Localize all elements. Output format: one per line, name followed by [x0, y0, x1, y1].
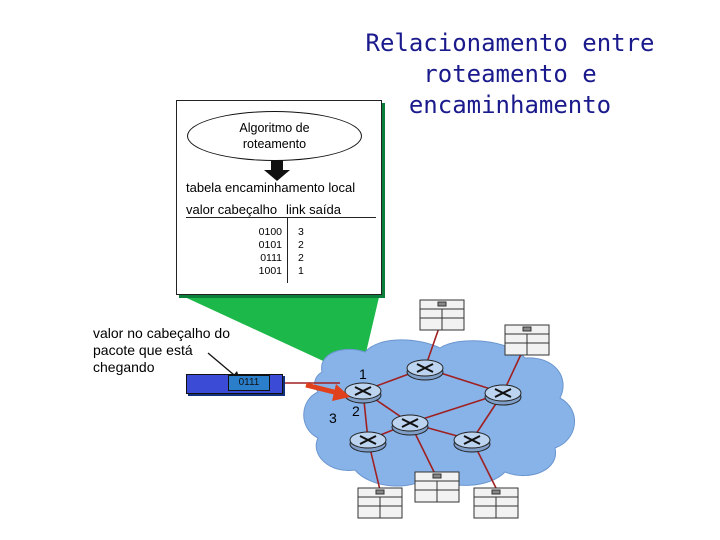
- down-arrow-icon: [264, 160, 290, 181]
- router-bottom-right: [453, 431, 491, 453]
- packet-header-field: 0111: [228, 375, 270, 391]
- table-row-value: 0100: [258, 226, 282, 238]
- table-row-value: 1001: [258, 265, 282, 277]
- header-link-column: link saída: [286, 202, 341, 217]
- host-bottom-right: [473, 487, 519, 519]
- hosts: [357, 299, 550, 519]
- forwarding-table-title: tabela encaminhamento local: [186, 180, 356, 195]
- header-value-column: valor cabeçalho: [186, 202, 278, 217]
- table-divider: [287, 218, 288, 283]
- host-bottom-middle: [414, 471, 460, 503]
- page-title: Relacionamento entre roteamento e encami…: [365, 29, 655, 119]
- table-row-link: 3: [298, 226, 304, 238]
- link-label-3: 3: [329, 410, 337, 426]
- routers: [344, 359, 522, 453]
- host-top: [419, 299, 465, 331]
- output-arrow: [305, 382, 339, 396]
- host-top-right: [504, 324, 550, 356]
- host-bottom-left: [357, 487, 403, 519]
- table-row-link: 2: [298, 239, 304, 251]
- table-row-link: 2: [298, 252, 304, 264]
- routing-algorithm: Algoritmo de roteamento: [187, 111, 362, 161]
- router-bottom-left: [349, 431, 387, 453]
- router-right: [484, 384, 522, 406]
- forwarding-table-header: valor cabeçalho link saída: [186, 202, 376, 218]
- table-row-value: 0111: [260, 252, 282, 264]
- table-values-column: 0100 0101 0111 1001: [230, 226, 282, 278]
- router-input: [344, 382, 382, 404]
- table-links-column: 3 2 2 1: [298, 226, 304, 278]
- table-row-link: 1: [298, 265, 304, 277]
- router-top: [406, 359, 444, 381]
- link-label-1: 1: [359, 366, 367, 382]
- routing-algorithm-label: Algoritmo de roteamento: [239, 121, 310, 151]
- router-middle: [391, 414, 429, 436]
- output-arrow-head: [332, 384, 350, 401]
- table-row-value: 0101: [258, 239, 282, 251]
- link-label-2: 2: [352, 403, 360, 419]
- incoming-header-label: valor no cabeçalho do pacote que está ch…: [93, 325, 230, 375]
